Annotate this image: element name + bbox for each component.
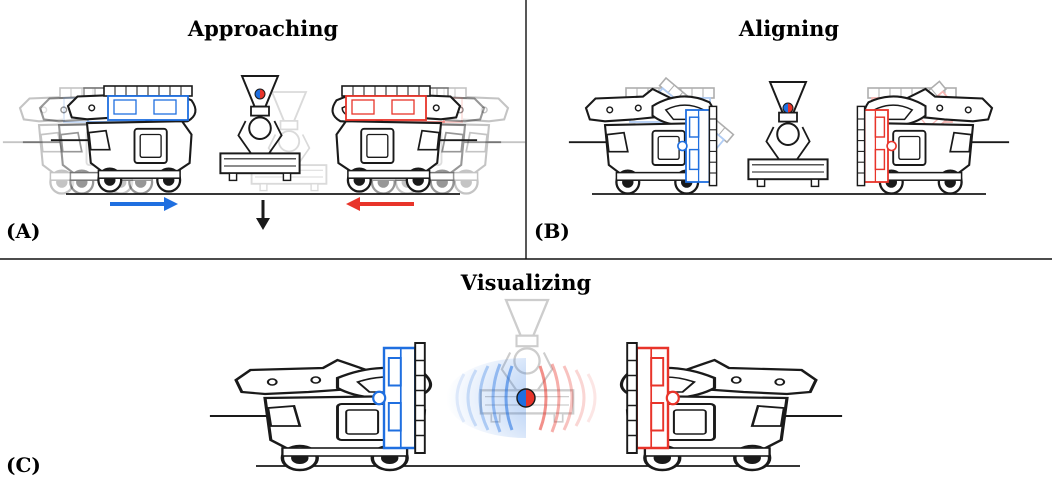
panel-visualizing: Visualizing (C) (6, 270, 844, 477)
panel-b-title: Aligning (738, 16, 839, 41)
panel-approaching: Approaching (A) (1, 16, 527, 243)
left-robot-b (567, 87, 718, 195)
panel-c-title: Visualizing (460, 270, 592, 295)
right-robot-c (619, 341, 844, 472)
center-stand-b (747, 81, 829, 188)
left-robot-c (208, 341, 433, 472)
arrow-down-icon (256, 200, 270, 230)
panel-a-title: Approaching (187, 16, 339, 41)
panel-a-label: (A) (6, 219, 40, 243)
panel-c-label: (C) (6, 453, 41, 477)
target-orb-c (516, 388, 536, 408)
arrow-right-icon (110, 197, 178, 211)
target-orb-a (254, 88, 266, 100)
panel-aligning: Aligning (B) (534, 16, 1011, 243)
wave-red (538, 363, 597, 433)
right-robot-b (856, 87, 1011, 195)
arrow-left-icon (346, 197, 414, 211)
panel-b-label: (B) (534, 219, 570, 243)
target-orb-b (782, 102, 794, 114)
